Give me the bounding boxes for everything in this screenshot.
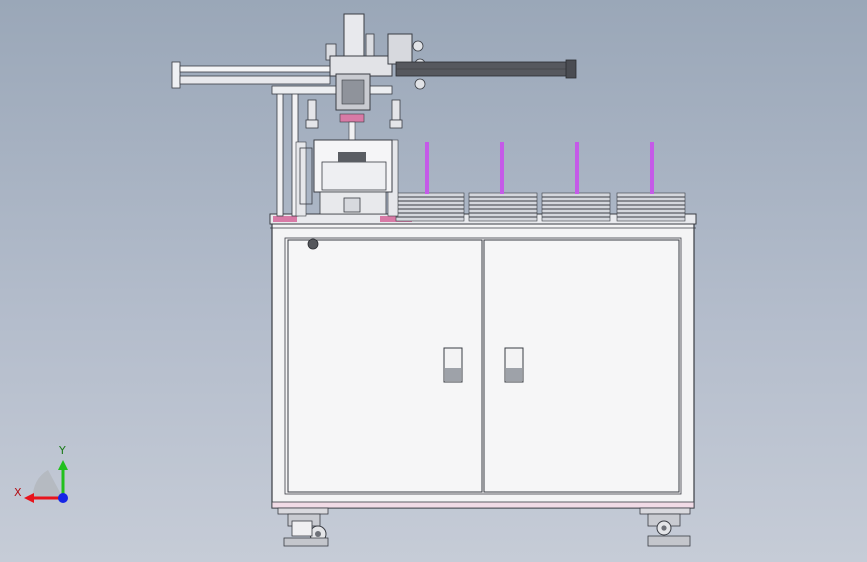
y-axis-label: Y: [58, 444, 66, 457]
gantry-assembly: [171, 13, 577, 217]
cabinet-inner-frame: [284, 237, 682, 495]
coordinate-triad: Y X: [0, 430, 110, 520]
caster-right: [639, 507, 691, 547]
tray-stack-2: [468, 142, 538, 222]
cabinet[interactable]: [269, 213, 697, 509]
right-door-handle[interactable]: [504, 347, 524, 383]
left-door-handle[interactable]: [443, 347, 463, 383]
coordinate-triad-icon: Y X: [14, 444, 68, 503]
tray-stacks: [395, 142, 686, 222]
cabinet-bottom-rail: [271, 501, 695, 509]
caster-left: [277, 507, 329, 547]
pink-strip-left: [273, 216, 297, 222]
x-axis-label: X: [14, 486, 22, 499]
tray-stack-3: [541, 142, 611, 222]
tray-stack-1: [395, 142, 465, 222]
tray-stack-4: [616, 142, 686, 222]
door-lock-icon: [307, 238, 319, 250]
